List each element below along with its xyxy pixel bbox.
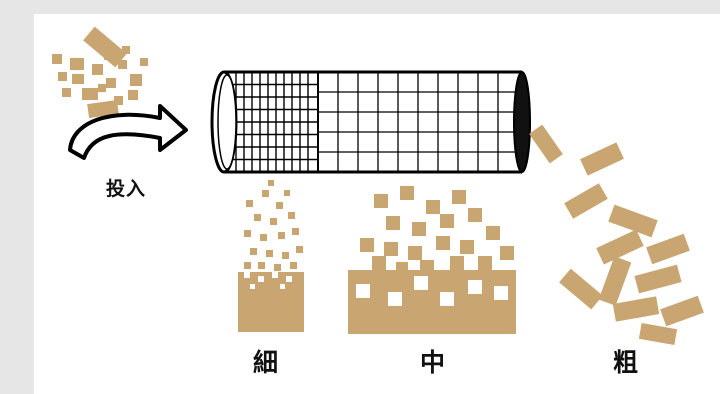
input-particle	[70, 58, 84, 70]
medium-particle	[412, 222, 426, 236]
medium-particle	[426, 200, 440, 214]
fine-particle	[276, 202, 283, 209]
fine-particle	[292, 228, 299, 235]
medium-particle	[384, 242, 398, 256]
fine-particle	[296, 246, 303, 253]
input-particle	[130, 74, 142, 86]
coarse-particle	[638, 322, 678, 346]
medium-pile-gap	[494, 286, 508, 300]
fine-pile-gap	[272, 272, 278, 278]
input-particle	[140, 58, 148, 66]
coarse-particle	[564, 183, 608, 219]
fine-particle	[254, 214, 261, 221]
input-particle	[92, 64, 103, 75]
medium-particle	[400, 186, 414, 200]
fine-particle	[278, 232, 285, 239]
fine-pile-gap	[280, 284, 285, 289]
medium-particle	[450, 256, 464, 270]
medium-particle	[372, 256, 386, 270]
fine-particle	[258, 262, 265, 269]
medium-particle	[500, 246, 514, 260]
fine-particle	[284, 190, 290, 196]
fine-label: 細	[253, 348, 279, 377]
fine-pile-gap	[258, 276, 264, 282]
fine-pile-gap	[250, 284, 255, 289]
input-particle	[87, 99, 119, 119]
medium-particle	[486, 226, 500, 240]
input-particle	[122, 46, 130, 54]
fine-particle	[246, 200, 253, 207]
coarse-label: 粗	[613, 348, 639, 377]
fine-particle	[260, 234, 267, 241]
coarse-particles-pile	[529, 124, 704, 346]
fine-particle	[244, 230, 251, 237]
medium-pile-gap	[388, 292, 402, 306]
medium-particle	[386, 216, 400, 230]
medium-label: 中	[420, 348, 446, 377]
input-particle	[106, 78, 116, 88]
medium-particles-pile	[348, 186, 516, 334]
fine-particle	[282, 252, 289, 259]
medium-particle	[374, 194, 388, 208]
fine-particle	[290, 262, 297, 269]
fine-particle	[262, 190, 269, 197]
input-particle	[98, 84, 106, 92]
medium-particle	[478, 256, 492, 270]
fine-particles-pile	[238, 180, 304, 332]
medium-particle	[360, 238, 374, 252]
fine-particle	[274, 264, 281, 271]
coarse-particle	[580, 142, 624, 176]
coarse-particle	[634, 264, 682, 294]
medium-particle	[396, 262, 408, 274]
coarse-particle	[596, 229, 644, 265]
fine-particle	[244, 262, 251, 269]
coarse-particle	[559, 268, 603, 310]
input-particle	[104, 52, 112, 60]
input-particle	[82, 88, 98, 100]
coarse-particle	[608, 204, 658, 238]
medium-pile-gap	[440, 292, 454, 306]
medium-particle	[408, 246, 422, 260]
medium-pile-base	[348, 270, 516, 334]
fine-particle	[250, 248, 257, 255]
input-label: 投入	[106, 178, 147, 200]
rotary-drum-screen	[210, 70, 531, 174]
medium-particle	[460, 240, 474, 254]
medium-particle	[452, 190, 466, 204]
input-particle	[128, 90, 138, 100]
fine-particle	[266, 250, 273, 257]
medium-pile-gap	[356, 284, 370, 298]
input-particle	[58, 72, 67, 81]
input-particle	[118, 60, 127, 69]
input-particle	[114, 96, 123, 105]
input-particle	[83, 26, 127, 68]
coarse-particle	[612, 296, 660, 322]
medium-particle	[436, 236, 450, 250]
fine-particle	[270, 218, 277, 225]
fine-particle	[288, 212, 295, 219]
medium-particle	[420, 260, 434, 274]
medium-pile-gap	[414, 276, 428, 290]
input-particle	[62, 88, 71, 97]
fine-pile-gap	[244, 272, 250, 278]
medium-particle	[468, 208, 482, 222]
fine-pile-base	[238, 272, 304, 332]
medium-particle	[440, 214, 454, 228]
fine-particle	[268, 180, 274, 186]
coarse-particle	[529, 124, 563, 164]
input-particles	[52, 26, 148, 119]
curved-arrow-icon	[68, 104, 188, 160]
coarse-particle	[660, 295, 704, 327]
medium-pile-gap	[468, 280, 482, 294]
input-particle	[52, 54, 62, 64]
input-particle	[72, 74, 84, 84]
coarse-particle	[646, 233, 690, 265]
fine-pile-gap	[286, 276, 292, 282]
coarse-particle	[598, 256, 632, 306]
